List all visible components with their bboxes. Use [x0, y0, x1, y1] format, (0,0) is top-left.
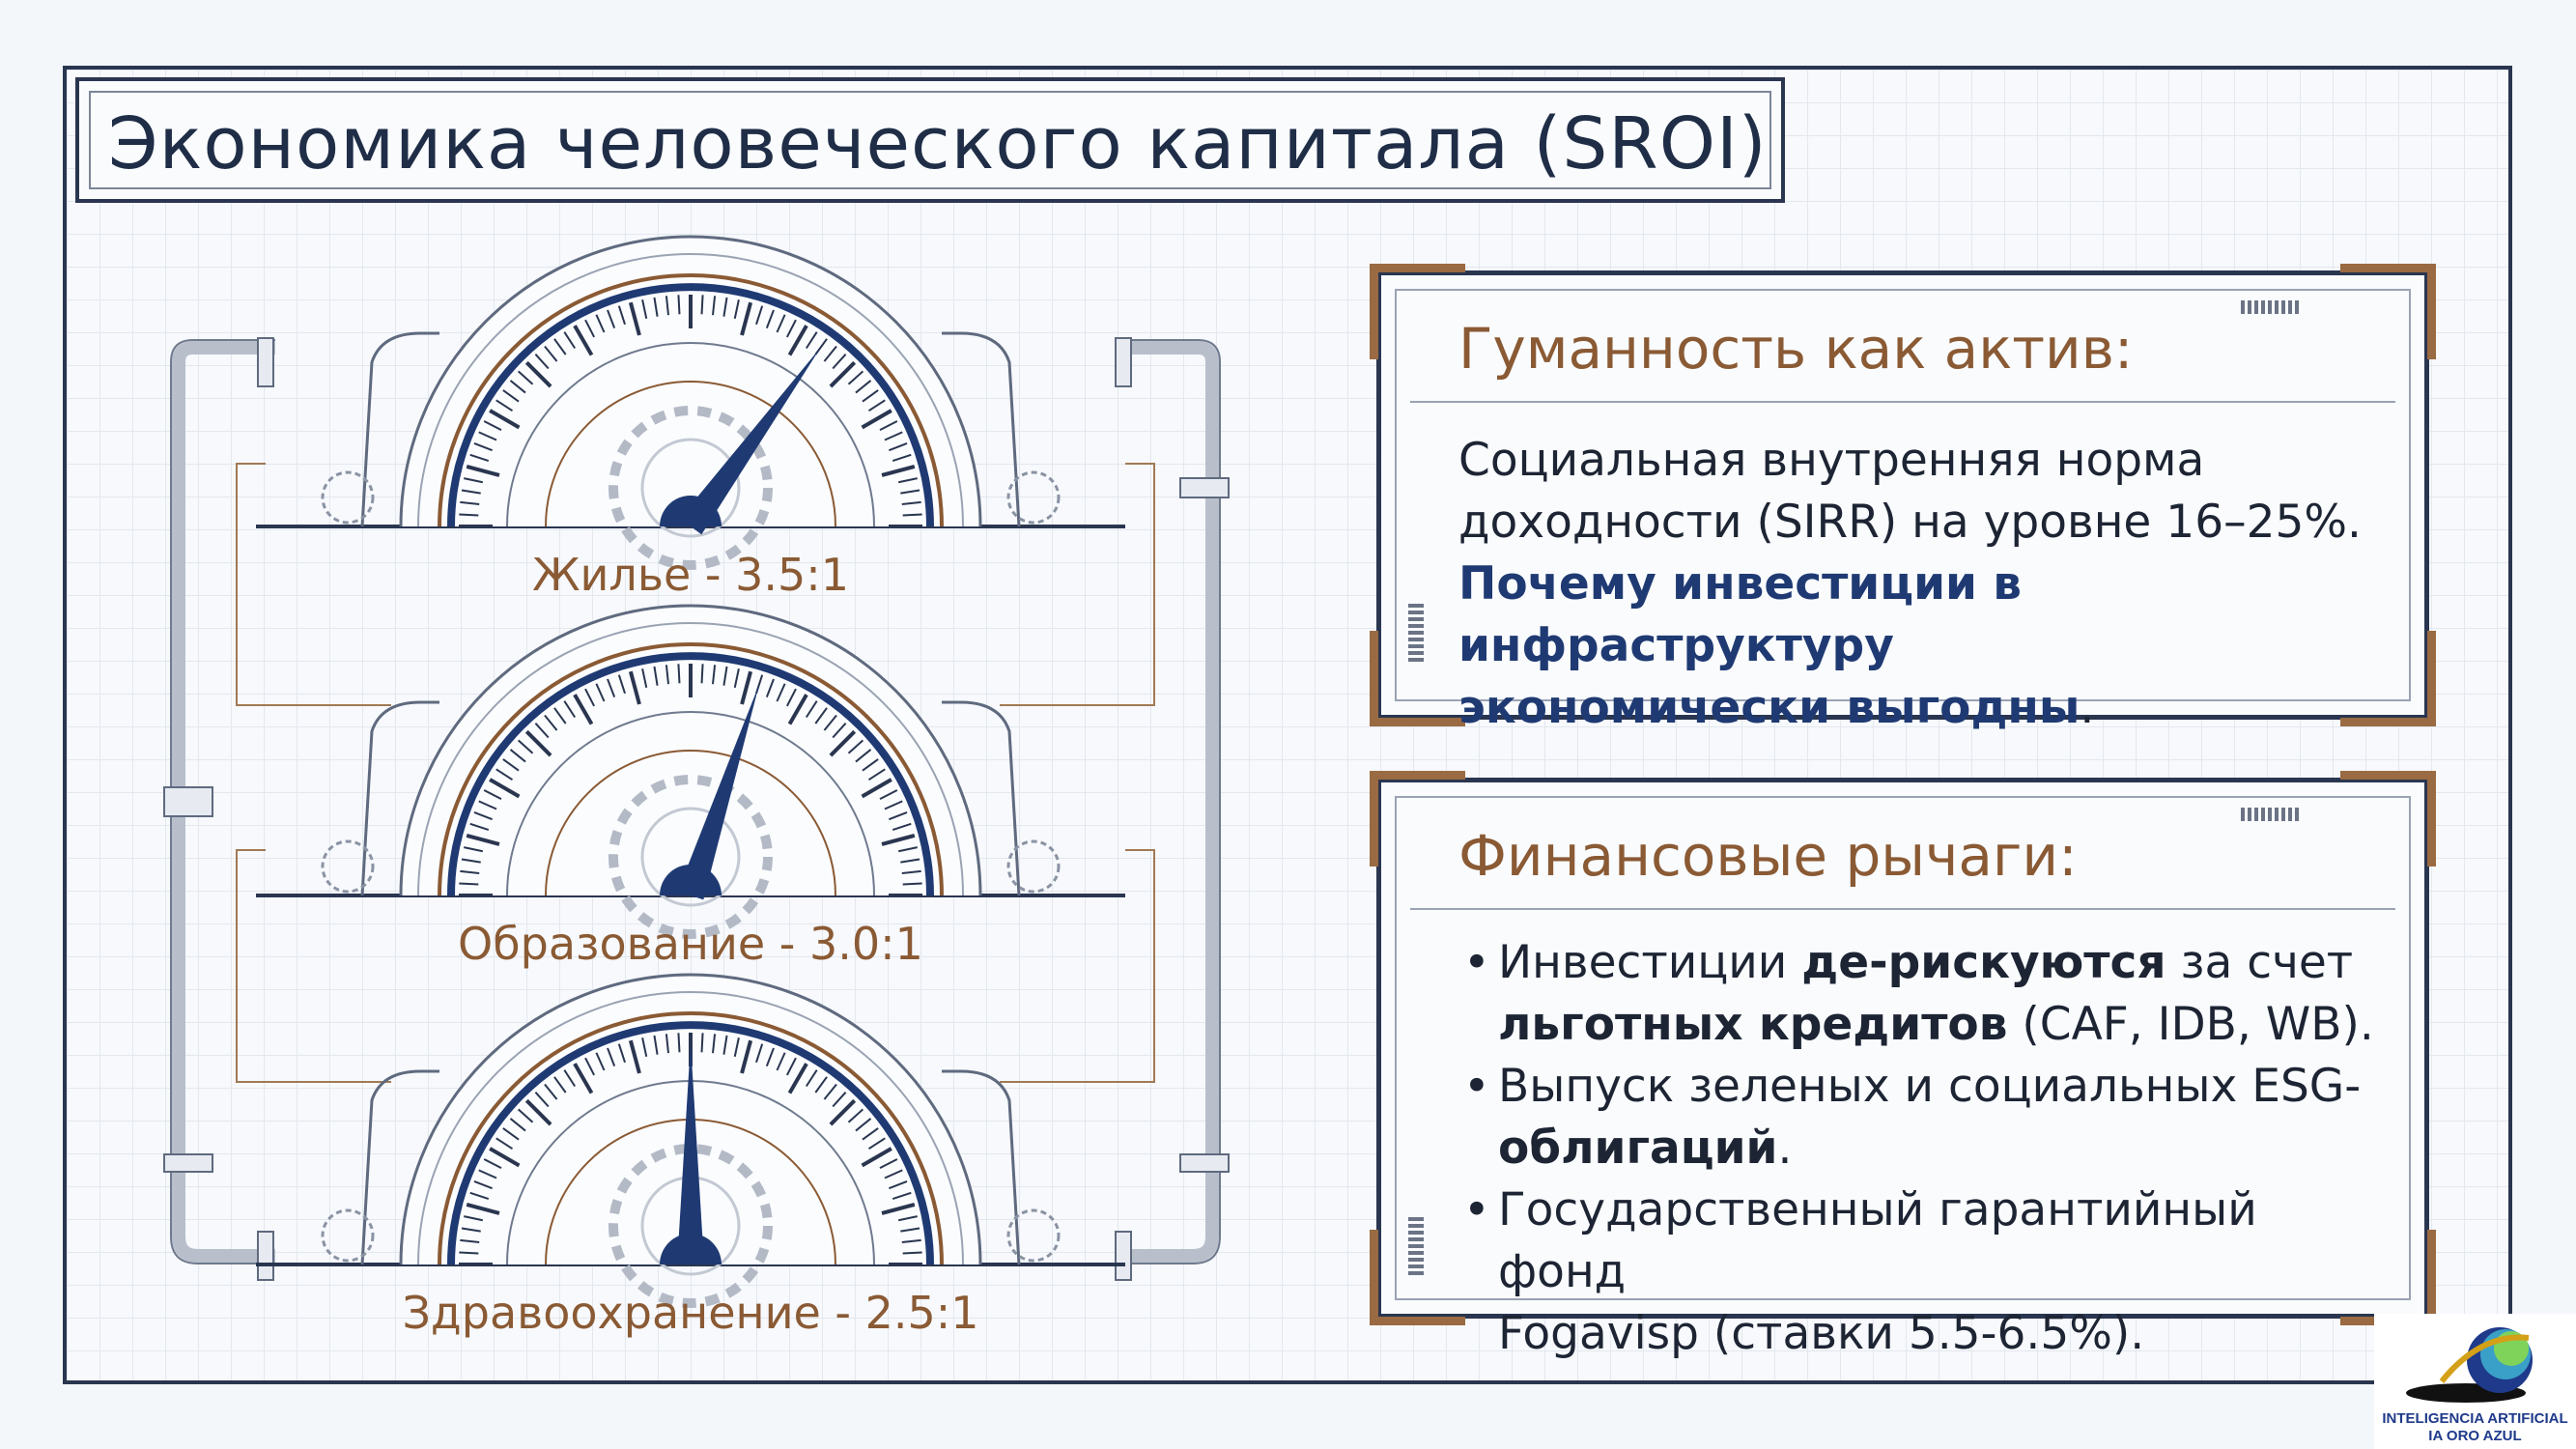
- humanity-emphasis-2: экономически выгодны: [1458, 681, 2081, 734]
- gauge-needle: [677, 684, 760, 900]
- gauges-diagram: [163, 235, 1230, 1308]
- gauge-label-healthcare: Здравоохранение - 2.5:1: [402, 1287, 979, 1339]
- card-finance-title: Финансовые рычаги:: [1458, 823, 2078, 889]
- gauge-label-education: Образование - 3.0:1: [458, 918, 923, 970]
- gauge-hub: [660, 865, 722, 895]
- card-finance: Финансовые рычаги: Инвестиции де-рискуют…: [1370, 771, 2436, 1360]
- gauge-label-housing: Жилье - 3.5:1: [531, 549, 850, 601]
- finance-bullet-1: Инвестиции де-рискуются за счет льготных…: [1463, 932, 2386, 1056]
- card-humanity-title: Гуманность как актив:: [1458, 316, 2134, 382]
- gauge-hub: [660, 1234, 722, 1264]
- card-humanity: Гуманность как актив: Социальная внутрен…: [1370, 264, 2436, 734]
- gauge-needle: [679, 346, 822, 535]
- title-box: Экономика человеческого капитала (SROI): [75, 77, 1785, 203]
- finance-bullet-2: Выпуск зеленых и социальных ESG- облигац…: [1463, 1056, 2386, 1179]
- humanity-line-2: доходности (SIRR) на уровне 16–25%.: [1458, 496, 2362, 549]
- logo: INTELIGENCIA ARTIFICIAL IA ORO AZUL: [2374, 1314, 2576, 1449]
- logo-text-line-1: INTELIGENCIA ARTIFICIAL: [2382, 1410, 2568, 1427]
- finance-bullet-3: Государственный гарантийный фонд Fogavis…: [1463, 1179, 2386, 1365]
- humanity-line-1: Социальная внутренняя норма: [1458, 434, 2205, 487]
- logo-emblem-icon: [2406, 1327, 2533, 1403]
- gauge-3: [256, 973, 1125, 1308]
- humanity-emphasis-1: Почему инвестиции в инфраструктуру: [1458, 557, 2023, 672]
- page-title: Экономика человеческого капитала (SROI): [108, 102, 1768, 185]
- gauge-needle: [677, 1042, 704, 1264]
- gauge-hub: [660, 496, 722, 526]
- gauge-2: [256, 604, 1125, 939]
- barcode-decoration: [2241, 808, 2299, 821]
- humanity-emphasis-end: .: [2080, 681, 2095, 734]
- barcode-decoration: [1408, 1217, 1424, 1275]
- logo-text-line-2: IA ORO AZUL: [2428, 1428, 2522, 1444]
- barcode-decoration: [2241, 300, 2299, 314]
- gauge-1: [256, 235, 1125, 570]
- barcode-decoration: [1408, 604, 1424, 662]
